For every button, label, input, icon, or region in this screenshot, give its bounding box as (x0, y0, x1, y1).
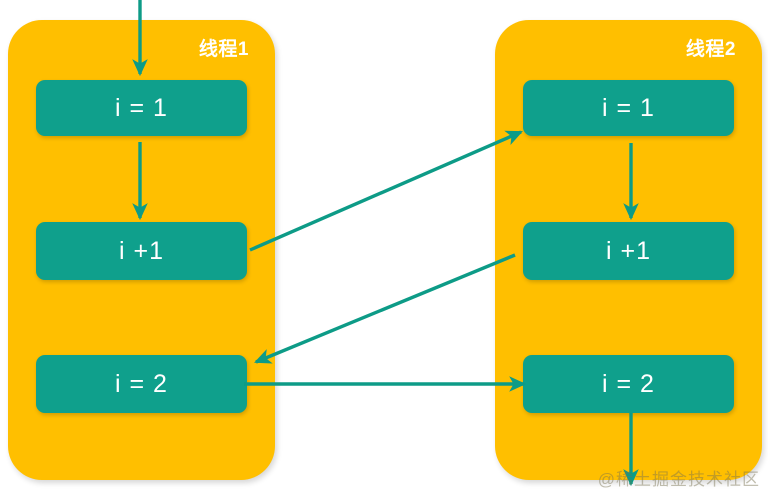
thread-2-step-1-box: i = 1 (523, 80, 734, 136)
thread2-step2-to-thread1-step3-arrow (254, 253, 516, 364)
thread1-step2-to-thread2-step1-arrow (249, 130, 523, 252)
thread-1-title: 线程1 (198, 39, 249, 60)
thread-1-step-2-box: i +1 (36, 222, 247, 280)
thread-panel-1: 线程1 i = 1 i +1 i = 2 (8, 20, 275, 480)
thread-2-step-2-box: i +1 (523, 222, 734, 280)
thread-1-step-1-box: i = 1 (36, 80, 247, 136)
thread-2-step-3-box: i = 2 (523, 355, 734, 413)
thread-2-title: 线程2 (685, 39, 736, 60)
thread-panel-2: 线程2 i = 1 i +1 i = 2 (495, 20, 762, 480)
watermark-text: @稀土掘金技术社区 (597, 470, 760, 489)
thread-1-step-3-box: i = 2 (36, 355, 247, 413)
